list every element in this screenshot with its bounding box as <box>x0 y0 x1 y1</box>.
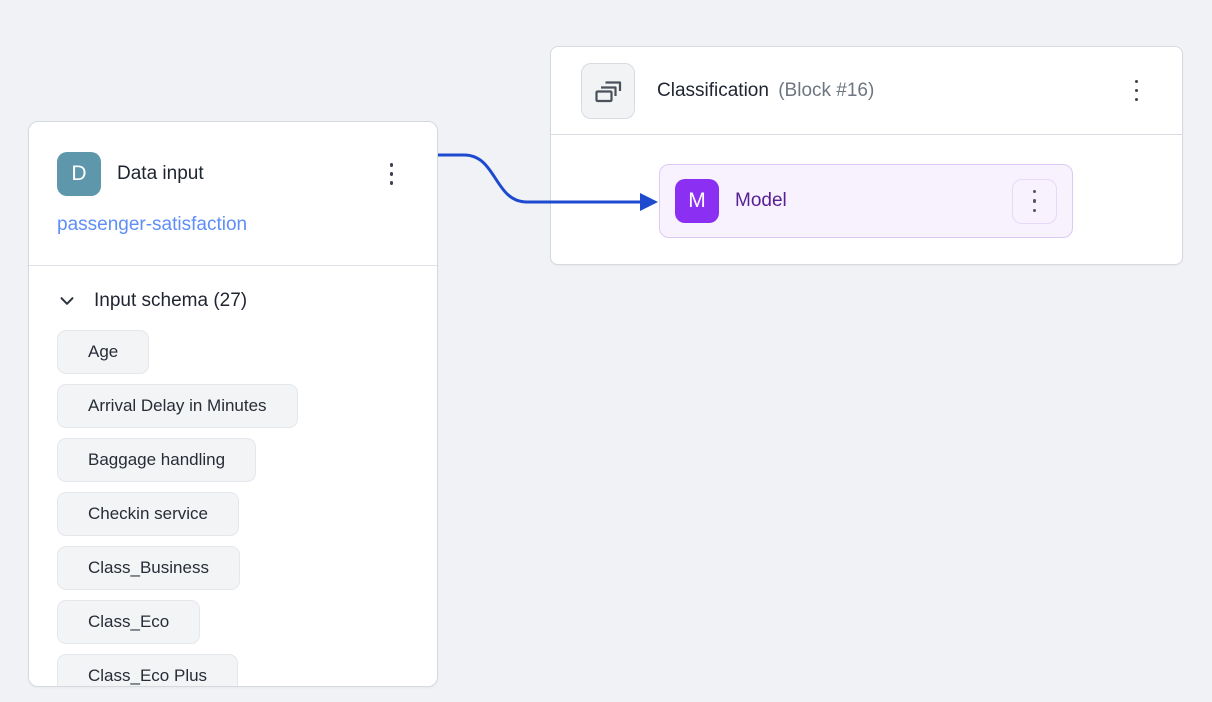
block-number-badge: (Block #16) <box>778 79 875 101</box>
model-avatar-icon: M <box>675 179 719 223</box>
schema-field-chip[interactable]: Baggage handling <box>57 438 257 482</box>
data-input-title: Data input <box>117 163 204 184</box>
data-input-avatar-icon: D <box>57 152 101 196</box>
schema-field-chip[interactable]: Class_Eco Plus <box>57 654 239 686</box>
schema-field-chip[interactable]: Age <box>57 330 150 374</box>
model-node[interactable]: M Model <box>659 164 1073 238</box>
data-input-header: D Data input passenger-satisfaction <box>29 122 437 236</box>
data-input-menu-button[interactable] <box>382 157 402 191</box>
dataset-link[interactable]: passenger-satisfaction <box>57 214 248 235</box>
model-menu-button[interactable] <box>1012 178 1057 224</box>
schema-field-chip[interactable]: Class_Business <box>57 546 240 590</box>
input-schema-label: Input schema (27) <box>94 290 248 311</box>
data-input-divider <box>29 265 437 266</box>
classification-node[interactable]: Classification (Block #16) M Model <box>550 46 1183 265</box>
stacked-blocks-icon-button[interactable] <box>581 62 635 119</box>
classification-menu-button[interactable] <box>1127 74 1147 108</box>
data-input-node[interactable]: D Data input passenger-satisfaction Inpu… <box>28 121 438 687</box>
schema-field-chip[interactable]: Arrival Delay in Minutes <box>57 384 298 428</box>
stacked-blocks-icon <box>594 78 622 104</box>
classification-title: Classification <box>657 79 769 101</box>
chevron-down-icon <box>57 291 77 311</box>
model-label: Model <box>735 190 787 211</box>
schema-field-chip[interactable]: Checkin service <box>57 492 239 536</box>
classification-header: Classification (Block #16) <box>551 47 1182 135</box>
kebab-menu-icon <box>1032 189 1037 213</box>
schema-field-chip[interactable]: Class_Eco <box>57 600 201 644</box>
input-schema-toggle[interactable]: Input schema (27) <box>57 288 409 314</box>
